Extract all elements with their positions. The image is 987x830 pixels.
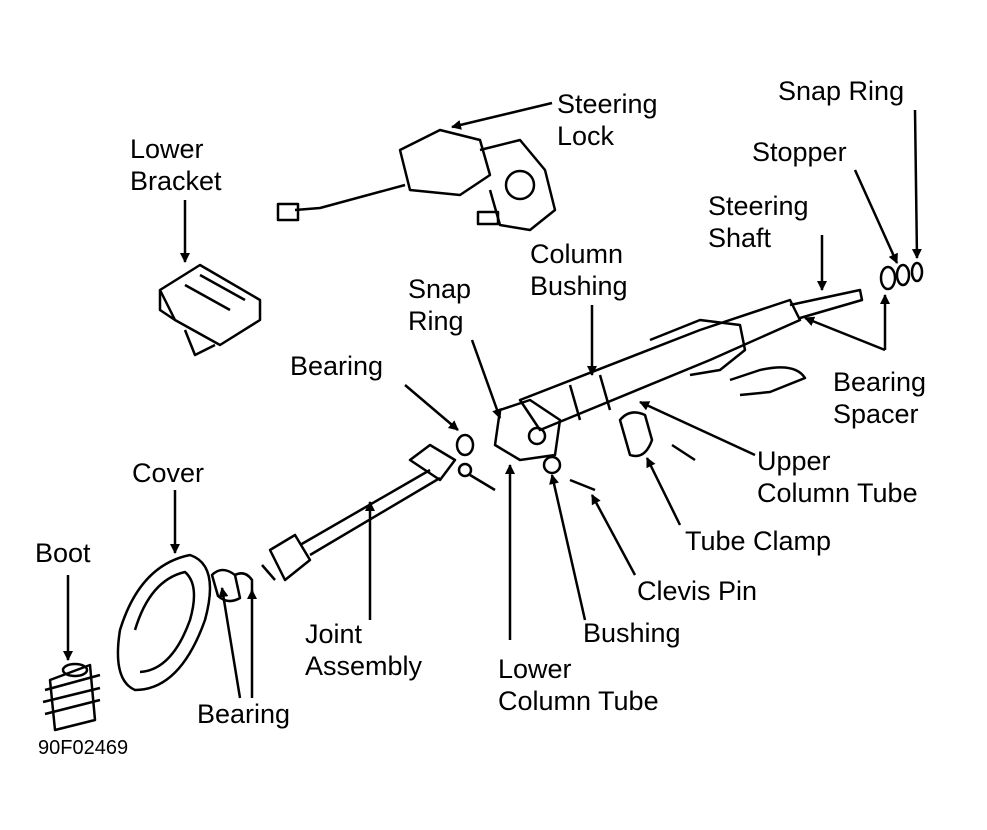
label-line: Stopper (752, 137, 847, 167)
label-line: Lower (498, 654, 572, 684)
label-line: Steering (708, 191, 809, 221)
cover-part (116, 553, 212, 692)
small-rings-part (455, 261, 924, 492)
label-line: Bearing (833, 367, 927, 397)
lower-bracket-part (158, 263, 262, 357)
label-line: Tube Clamp (685, 526, 832, 556)
steering-lock-part (276, 128, 557, 232)
label-bearing-mid: Bearing (290, 350, 383, 382)
label-snap-ring-top: Snap Ring (778, 75, 904, 107)
label-bearing-bottom: Bearing (197, 698, 290, 730)
label-cover: Cover (132, 457, 204, 489)
joint-assembly-part (261, 443, 457, 582)
label-bushing: Bushing (583, 617, 681, 649)
label-line: Column (530, 239, 624, 269)
label-line: Assembly (305, 651, 423, 681)
label-line: Clevis Pin (637, 576, 758, 606)
label-line: Boot (35, 538, 91, 568)
label-line: Bearing (197, 699, 291, 729)
label-line: Spacer (833, 399, 919, 429)
label-line: Upper (757, 446, 831, 476)
label-boot: Boot (35, 537, 91, 569)
label-line: Bearing (290, 351, 384, 381)
bearing-bottom-part (210, 568, 254, 603)
label-line: Bracket (130, 166, 222, 196)
leader-arrows (63, 101, 922, 699)
label-line: Bushing (530, 271, 628, 301)
label-line: Column Tube (498, 686, 659, 716)
label-stopper: Stopper (752, 136, 847, 168)
boot-part (42, 662, 101, 732)
label-line: Joint (305, 619, 363, 649)
label-line: Shaft (708, 223, 772, 253)
label-line: Cover (132, 458, 205, 488)
column-tube-part (493, 288, 864, 462)
label-line: Column Tube (757, 478, 918, 508)
label-line: Lock (557, 121, 615, 151)
label-line: Snap (408, 274, 472, 304)
label-line: Ring (408, 306, 464, 336)
label-line: Bushing (583, 618, 681, 648)
tube-clamp-part (542, 411, 696, 492)
label-line: Steering (557, 89, 658, 119)
label-tube-clamp: Tube Clamp (685, 525, 831, 557)
figure-code: 90F02469 (38, 737, 129, 759)
label-line: Lower (130, 134, 204, 164)
label-clevis-pin: Clevis Pin (637, 575, 757, 607)
label-line: Snap Ring (778, 76, 905, 106)
